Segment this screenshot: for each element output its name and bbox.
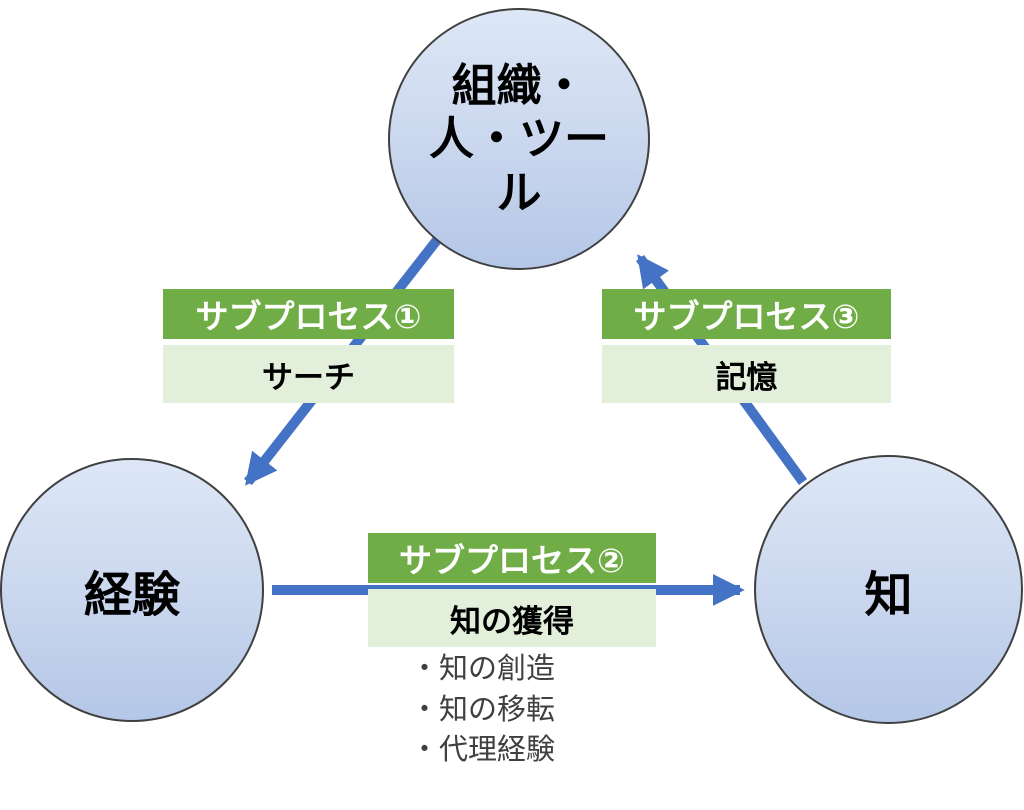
- bullet-item-knowledge-creation: ・知の創造: [410, 651, 556, 685]
- subprocess-3-box: サブプロセス③ 記憶: [602, 289, 891, 403]
- node-label-knowledge: 知: [864, 566, 913, 623]
- bullet-list: ・知の創造 ・知の移転 ・代理経験: [410, 648, 555, 770]
- subprocess-3-header: サブプロセス③: [602, 289, 891, 339]
- subprocess-2-box: サブプロセス② 知の獲得: [368, 533, 656, 647]
- subprocess-1-header: サブプロセス①: [163, 289, 454, 339]
- subprocess-3-body: 記憶: [602, 345, 891, 403]
- bullet-item-knowledge-transfer: ・知の移転: [410, 691, 556, 726]
- subprocess-2-body: 知の獲得: [368, 589, 656, 647]
- node-label-organization-people-tools: 組織・ 人・ツー ル: [428, 59, 609, 219]
- subprocess-2-header: サブプロセス②: [368, 533, 656, 583]
- node-circle-knowledge: 知: [754, 455, 1023, 724]
- node-circle-experience: 経験: [0, 458, 264, 722]
- subprocess-1-box: サブプロセス① サーチ: [163, 289, 454, 403]
- subprocess-1-body: サーチ: [163, 345, 454, 403]
- node-circle-organization-people-tools: 組織・ 人・ツー ル: [388, 8, 650, 270]
- node-label-experience: 経験: [83, 567, 180, 623]
- bullet-item-vicarious-experience: ・代理経験: [410, 732, 556, 767]
